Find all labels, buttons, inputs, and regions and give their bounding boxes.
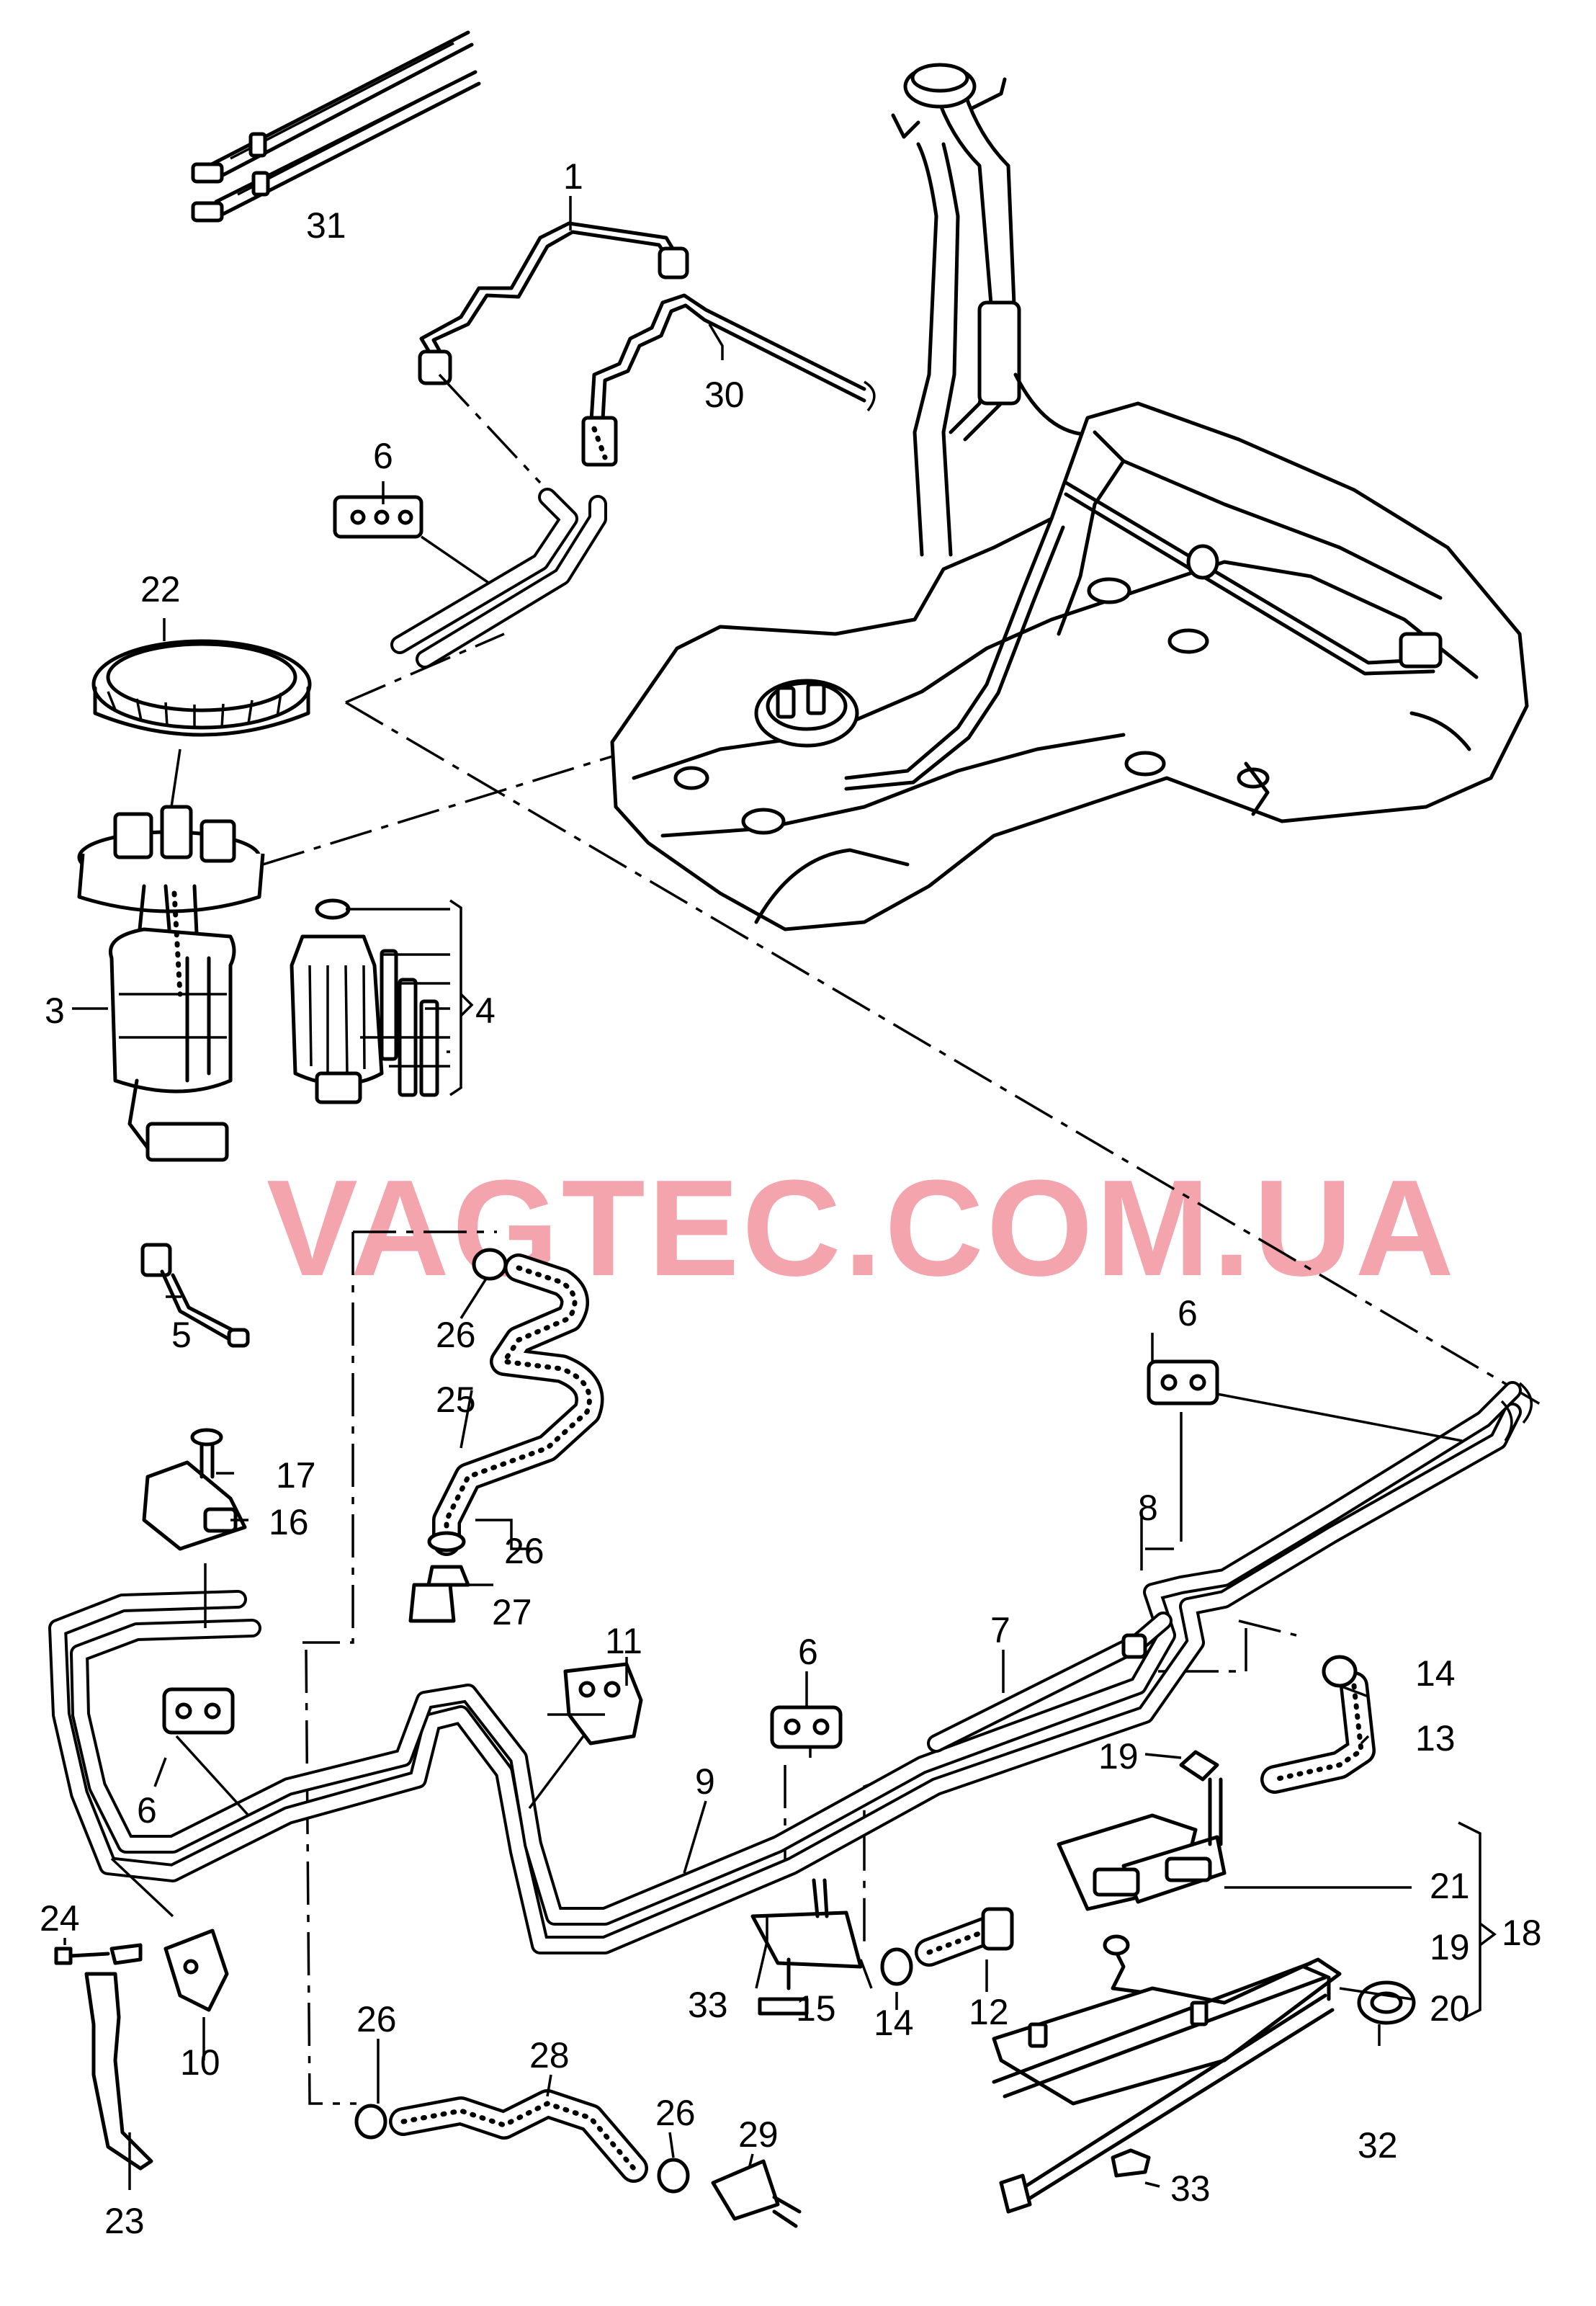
label-part-13: 13 (1415, 1718, 1456, 1758)
label-part-24: 24 (40, 1898, 80, 1939)
label-part-26: 26 (504, 1531, 544, 1571)
label-part-21: 21 (1430, 1866, 1470, 1906)
label-part-9: 9 (695, 1761, 715, 1802)
label-part-29: 29 (738, 2114, 779, 2155)
label-part-1: 1 (563, 156, 583, 197)
label-part-33: 33 (1170, 2168, 1211, 2209)
label-part-7: 7 (990, 1610, 1010, 1650)
hoses (389, 1253, 1376, 2183)
line-clips (162, 1359, 1219, 1749)
brackets (54, 1428, 863, 2171)
locking-ring (91, 639, 312, 737)
label-part-17: 17 (276, 1455, 316, 1496)
label-part-15: 15 (796, 1988, 836, 2029)
label-part-14: 14 (874, 2003, 914, 2043)
label-part-19: 19 (1098, 1736, 1139, 1777)
label-part-28: 28 (529, 2035, 570, 2075)
label-part-8: 8 (1138, 1488, 1158, 1528)
hose-clamps-and-fittings (354, 1248, 1358, 2228)
filler-neck (891, 63, 1111, 557)
label-part-11: 11 (605, 1621, 642, 1661)
label-part-3: 3 (45, 991, 65, 1031)
leader-lines (63, 196, 1497, 2190)
label-part-26: 26 (436, 1315, 476, 1355)
label-part-31: 31 (306, 205, 346, 246)
label-part-33: 33 (688, 1985, 728, 2025)
label-part-10: 10 (180, 2042, 220, 2083)
label-part-6: 6 (137, 1790, 157, 1831)
vent-line (418, 221, 876, 467)
label-part-14: 14 (1415, 1653, 1456, 1694)
label-part-6: 6 (798, 1632, 818, 1672)
label-part-6: 6 (373, 436, 393, 476)
label-part-4: 4 (475, 991, 496, 1031)
label-part-27: 27 (492, 1592, 532, 1632)
label-part-12: 12 (969, 1992, 1009, 2032)
fuel-tank (610, 401, 1529, 931)
label-part-5: 5 (171, 1315, 192, 1355)
label-part-26: 26 (357, 1999, 397, 2039)
label-part-22: 22 (140, 569, 181, 609)
cable-ties (191, 30, 481, 223)
label-part-16: 16 (269, 1502, 309, 1542)
label-part-18: 18 (1502, 1913, 1542, 1953)
label-part-30: 30 (704, 375, 745, 415)
label-part-19: 19 (1430, 1927, 1470, 1967)
fuel-lines (48, 1381, 1533, 1954)
tank-supply-pipe (333, 488, 607, 669)
label-part-32: 32 (1358, 2125, 1398, 2166)
label-part-23: 23 (104, 2201, 145, 2241)
label-part-20: 20 (1430, 1988, 1470, 2029)
label-part-6: 6 (1178, 1293, 1198, 1333)
label-part-26: 26 (655, 2093, 696, 2133)
label-part-25: 25 (436, 1380, 476, 1420)
valve-assembly (992, 1750, 1416, 2214)
fuel-pump-module (77, 805, 265, 1162)
part-labels: 1 30 31 6 22 3 4 5 26 25 17 16 26 27 6 8… (40, 156, 1542, 2241)
watermark: VAGTEC.COM.UA (266, 1152, 1457, 1305)
fuel-filter (290, 898, 439, 1104)
fuel-gauge-sender (140, 1243, 250, 1348)
